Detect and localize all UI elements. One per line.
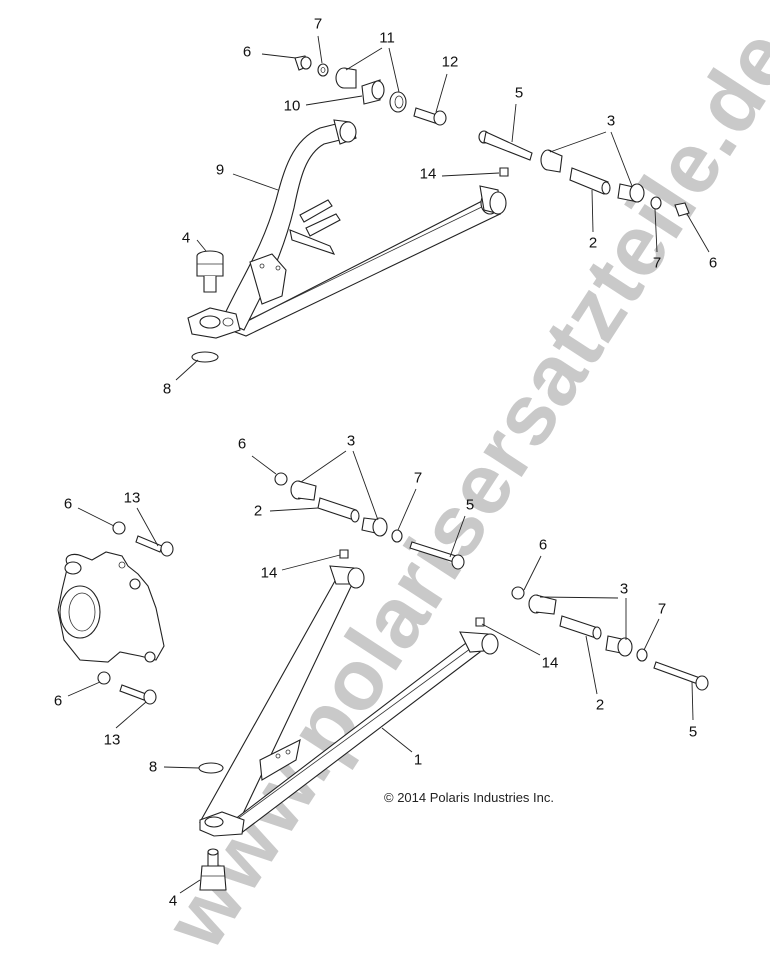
callout-3: 3	[606, 112, 616, 130]
callout-3: 3	[619, 580, 629, 598]
callout-4: 4	[168, 892, 178, 910]
callout-2: 2	[588, 234, 598, 252]
callout-2: 2	[595, 696, 605, 714]
callout-8: 8	[148, 758, 158, 776]
callout-6: 6	[538, 536, 548, 554]
steering-knuckle	[57, 551, 165, 663]
callout-2: 2	[253, 502, 263, 520]
callout-13: 13	[123, 489, 141, 507]
callout-12: 12	[441, 53, 459, 71]
callout-7: 7	[313, 15, 323, 33]
ball-joint-upper	[196, 250, 224, 293]
callout-13: 13	[103, 731, 121, 749]
retaining-ring-lower	[198, 762, 224, 774]
diagram-linework	[57, 35, 710, 894]
upper-hardware	[294, 55, 447, 126]
copyright-notice: © 2014 Polaris Industries Inc.	[384, 790, 554, 805]
callout-14: 14	[419, 165, 437, 183]
callout-5: 5	[688, 723, 698, 741]
upper-a-arm	[187, 119, 507, 339]
callout-6: 6	[708, 254, 718, 272]
callout-10: 10	[283, 97, 301, 115]
callout-14: 14	[260, 564, 278, 582]
lower-a-arm	[199, 565, 499, 837]
callout-11: 11	[379, 29, 395, 47]
callout-8: 8	[162, 380, 172, 398]
callout-3: 3	[346, 432, 356, 450]
callout-7: 7	[657, 600, 667, 618]
callout-1: 1	[413, 751, 423, 769]
callout-7: 7	[413, 469, 423, 487]
callout-5: 5	[465, 496, 475, 514]
lower-leader-lines	[67, 450, 694, 894]
callout-4: 4	[181, 229, 191, 247]
knuckle-hardware	[97, 521, 174, 705]
callout-9: 9	[215, 161, 225, 179]
callout-6: 6	[63, 495, 73, 513]
parts-diagram: www.polarisersatzteile.de	[53, 12, 770, 964]
callout-14: 14	[541, 654, 559, 672]
upper-leader-lines	[175, 35, 710, 381]
retaining-ring-upper	[191, 351, 219, 363]
callout-6: 6	[53, 692, 63, 710]
callout-6: 6	[242, 43, 252, 61]
lower-middle-hardware	[274, 472, 465, 570]
upper-right-hardware	[478, 130, 690, 217]
callout-7: 7	[652, 254, 662, 272]
ball-joint-lower	[199, 848, 227, 891]
lower-right-hardware	[475, 586, 709, 691]
callout-5: 5	[514, 84, 524, 102]
callout-6: 6	[237, 435, 247, 453]
